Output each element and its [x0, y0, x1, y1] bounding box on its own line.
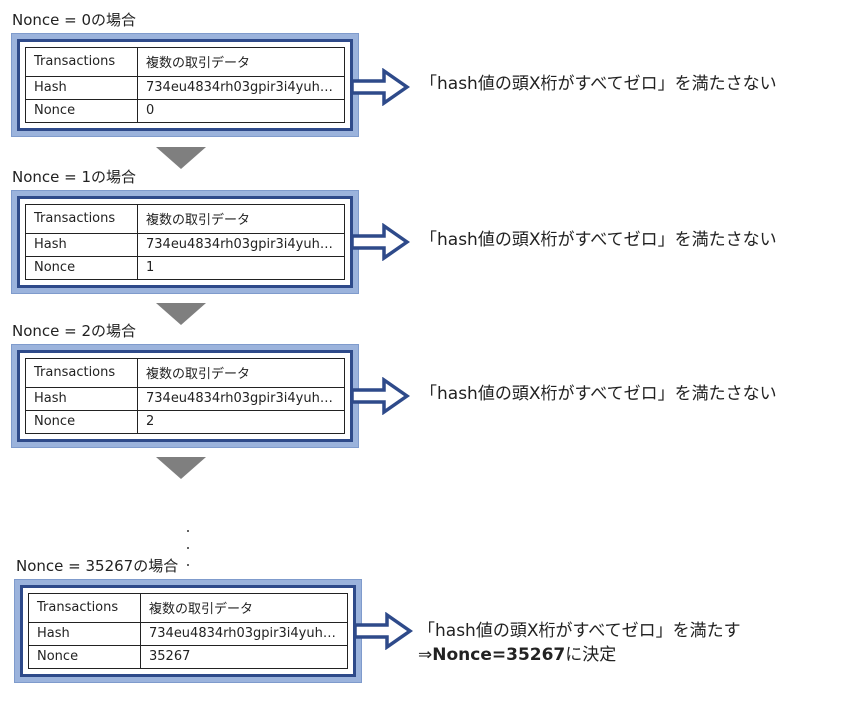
final-decision-text: ⇒Nonce=35267に決定 — [418, 644, 616, 666]
step-heading-nonce-1: Nonce = 1の場合 — [12, 168, 137, 186]
final-suffix: に決定 — [565, 645, 617, 665]
step-heading-nonce-0: Nonce = 0の場合 — [12, 11, 137, 29]
ellipsis-dot — [187, 530, 189, 532]
result-text-nonce-final: 「hash値の頭X桁がすべてゼロ」を満たす — [418, 621, 741, 641]
result-text-nonce-2: 「hash値の頭X桁がすべてゼロ」を満たさない — [420, 384, 777, 404]
final-nonce-value: Nonce=35267 — [432, 645, 566, 665]
down-triangle-icon — [156, 303, 206, 325]
result-text-nonce-1: 「hash値の頭X桁がすべてゼロ」を満たさない — [420, 230, 777, 250]
down-triangle-icon — [156, 147, 206, 169]
step-heading-nonce-final: Nonce = 35267の場合 — [16, 557, 179, 575]
right-arrow-icon — [353, 612, 413, 650]
ellipsis-dot — [187, 547, 189, 549]
down-triangle-icon — [156, 457, 206, 479]
result-text-nonce-0: 「hash値の頭X桁がすべてゼロ」を満たさない — [420, 74, 777, 94]
final-arrow-glyph: ⇒ — [418, 645, 433, 665]
ellipsis-dot — [187, 564, 189, 566]
right-arrow-icon — [350, 223, 410, 261]
step-heading-nonce-2: Nonce = 2の場合 — [12, 322, 137, 340]
right-arrow-icon — [350, 68, 410, 106]
right-arrow-icon — [350, 377, 410, 415]
